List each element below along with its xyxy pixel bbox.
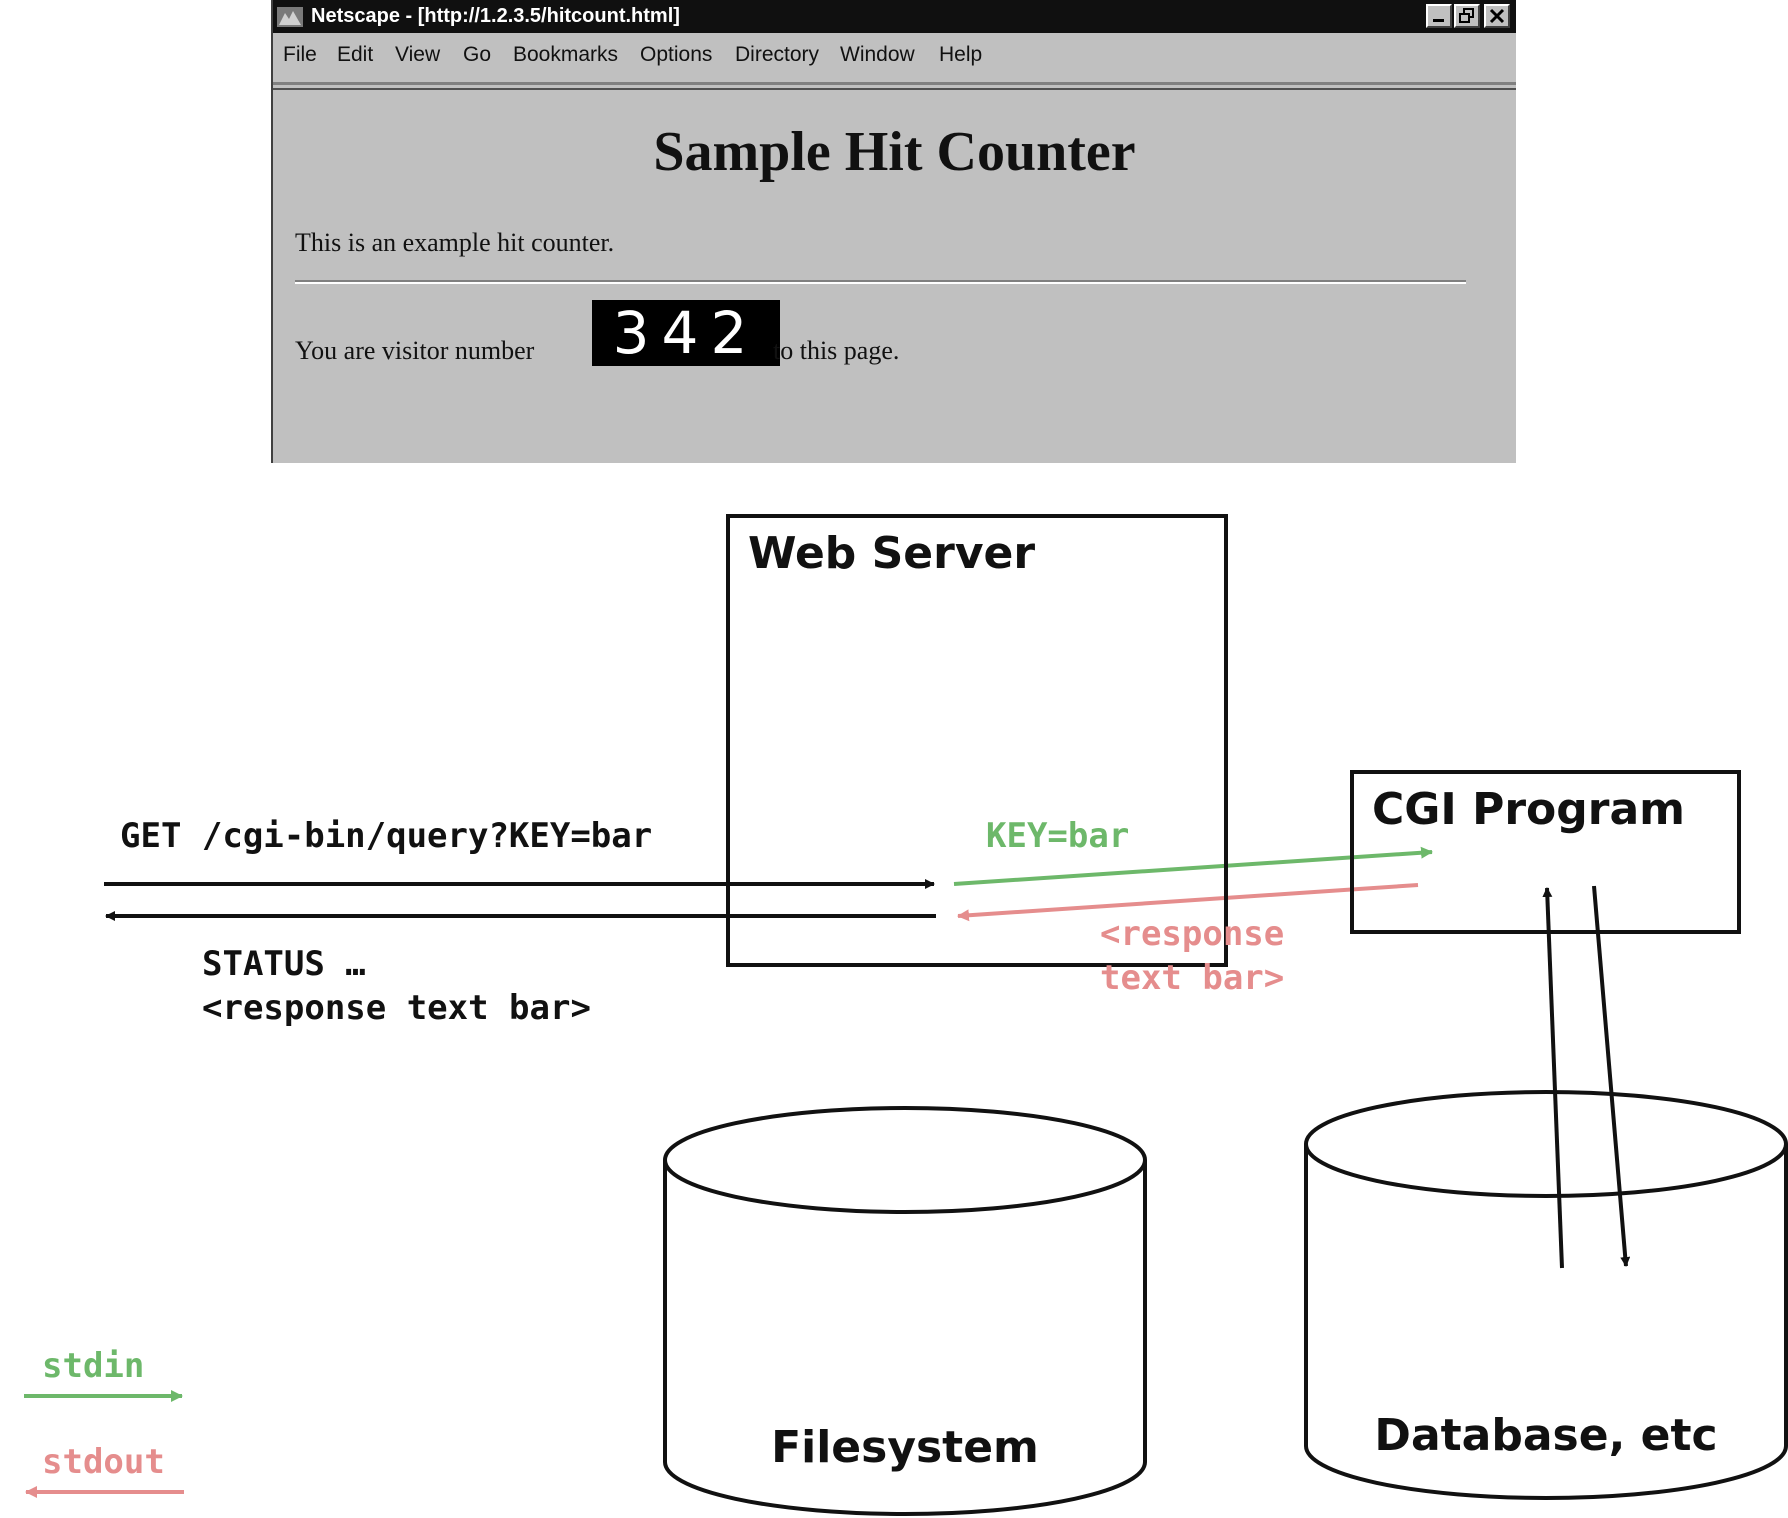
menu-options[interactable]: Options xyxy=(640,43,713,66)
menu-go[interactable]: Go xyxy=(463,43,492,66)
web-server-label: Web Server xyxy=(748,528,1036,579)
page-content: Sample Hit Counter This is an example hi… xyxy=(273,88,1516,463)
legend-stdout-label: stdout xyxy=(42,1442,165,1482)
stdout-arrow xyxy=(957,883,1419,922)
window-title: Netscape - [http://1.2.3.5/hitcount.html… xyxy=(311,5,680,27)
page-heading: Sample Hit Counter xyxy=(653,121,1136,183)
horizontal-rule xyxy=(295,280,1466,284)
database-label: Database, etc xyxy=(1374,1410,1718,1461)
stdin-payload: KEY=bar xyxy=(986,816,1130,856)
visitor-text-after: to this page. xyxy=(773,336,900,365)
filesystem-cylinder xyxy=(663,1106,1147,1516)
legend-stdin-label: stdin xyxy=(42,1346,145,1386)
db-result-arrow xyxy=(1592,885,1631,1267)
restore-icon xyxy=(1459,8,1474,23)
menu-directory[interactable]: Directory xyxy=(735,43,820,66)
menu-help[interactable]: Help xyxy=(939,43,983,66)
stdout-payload-line1: <response xyxy=(1100,914,1285,954)
browser-window: Netscape - [http://1.2.3.5/hitcount.html… xyxy=(271,0,1516,463)
close-button[interactable] xyxy=(1484,4,1510,28)
cgi-program-box: CGI Program xyxy=(1350,770,1741,934)
status-text: STATUS … xyxy=(202,944,366,984)
close-icon xyxy=(1489,8,1505,24)
menu-file[interactable]: File xyxy=(283,43,317,66)
menu-window[interactable]: Window xyxy=(840,43,915,66)
minimize-button[interactable] xyxy=(1426,4,1452,28)
title-bar: Netscape - [http://1.2.3.5/hitcount.html… xyxy=(273,0,1516,33)
filesystem-label: Filesystem xyxy=(771,1422,1039,1473)
stdout-payload-line2: text bar> xyxy=(1100,958,1285,998)
response-text: <response text bar> xyxy=(202,988,591,1028)
restore-button[interactable] xyxy=(1454,4,1480,28)
menu-bar: File Edit View Go Bookmarks Options Dire… xyxy=(273,33,1516,85)
hit-counter-image: 342 xyxy=(592,300,780,366)
menu-view[interactable]: View xyxy=(395,43,441,66)
netscape-logo-icon xyxy=(277,7,303,27)
page-intro-text: This is an example hit counter. xyxy=(295,228,615,257)
visitor-text-before: You are visitor number xyxy=(295,336,535,365)
cgi-program-label: CGI Program xyxy=(1372,784,1686,835)
database-cylinder xyxy=(1304,1090,1788,1500)
web-server-box: Web Server xyxy=(726,514,1228,967)
db-query-arrow xyxy=(1542,887,1564,1269)
menu-bookmarks[interactable]: Bookmarks xyxy=(513,43,619,66)
minimize-icon xyxy=(1433,19,1444,22)
request-text: GET /cgi-bin/query?KEY=bar xyxy=(120,816,653,856)
menu-edit[interactable]: Edit xyxy=(337,43,374,66)
